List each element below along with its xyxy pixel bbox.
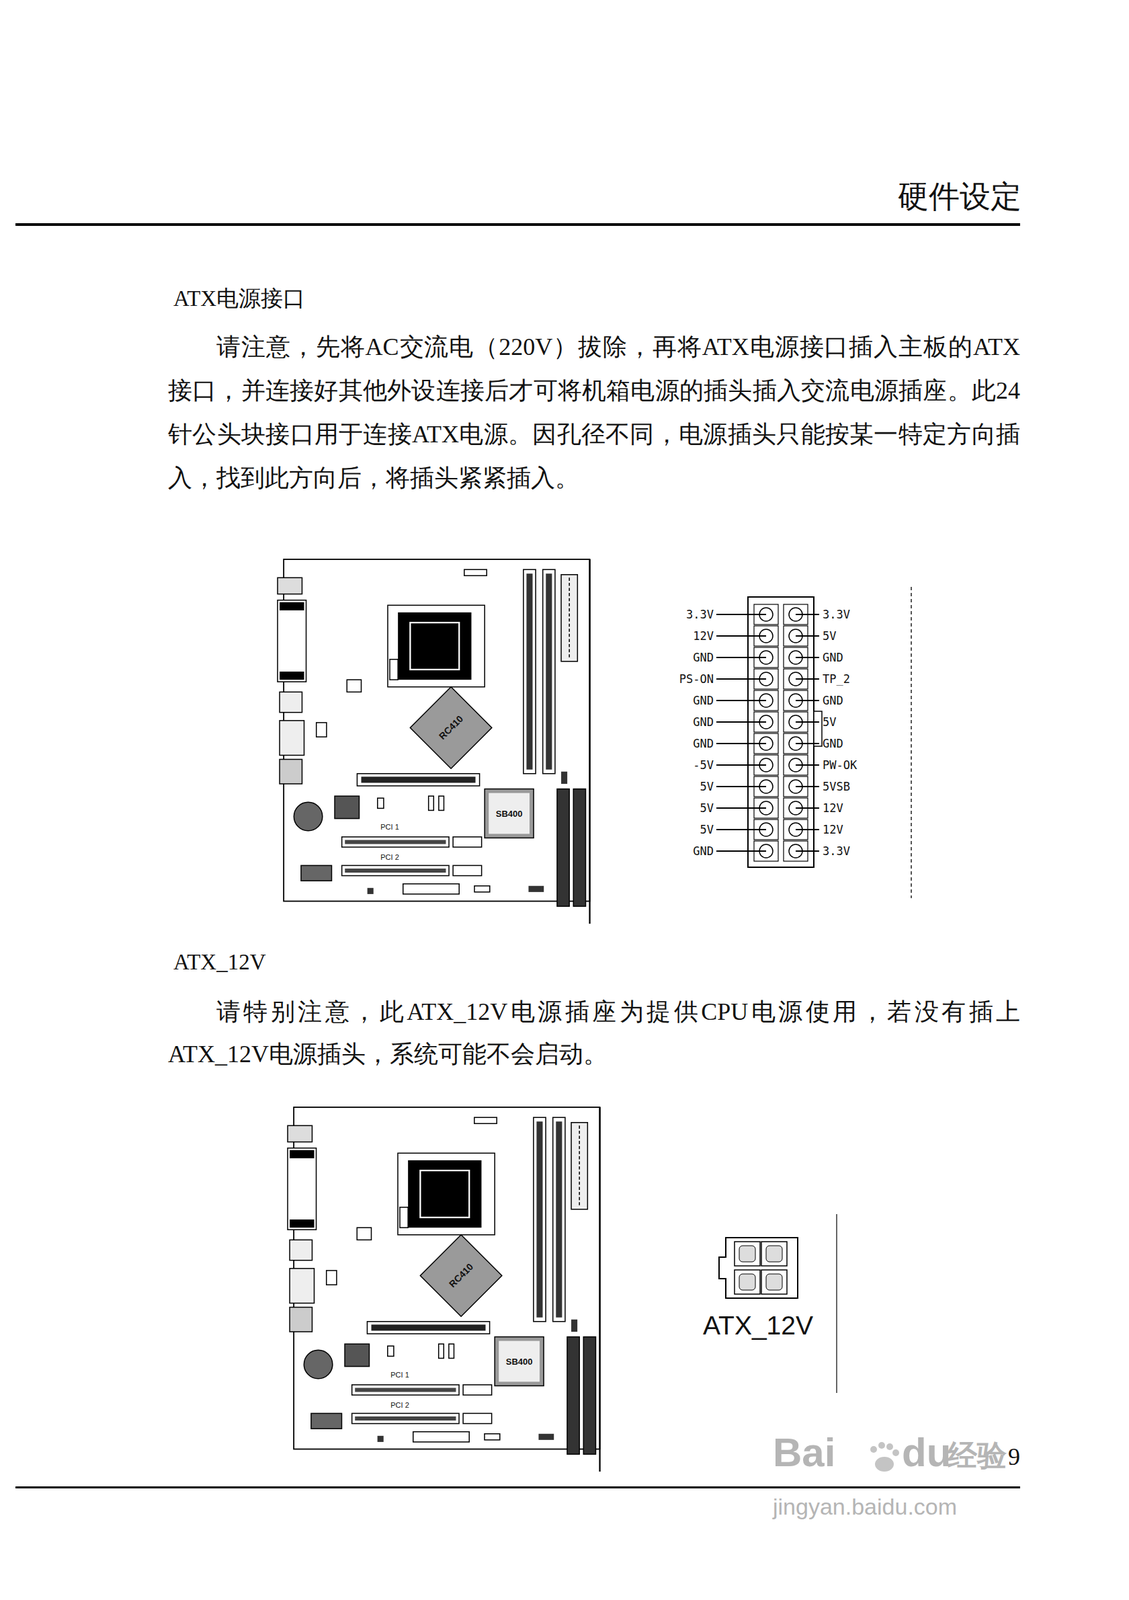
pin-cell — [734, 1241, 761, 1266]
pin-leader — [716, 613, 767, 615]
pin — [766, 1273, 783, 1290]
pin-leader — [795, 742, 820, 744]
pin — [739, 1245, 756, 1262]
pin-name: 5V — [700, 801, 714, 815]
pin-name: 12V — [822, 822, 844, 836]
pin-leader — [795, 764, 820, 766]
pin-leader — [716, 656, 767, 658]
pin-name: TP_2 — [822, 672, 851, 686]
pin-leader — [716, 828, 767, 830]
slot-label: PCI 1 — [380, 822, 400, 831]
divider — [835, 1213, 838, 1393]
pin-name: 3.3V — [686, 607, 714, 621]
pin-name: 5V — [822, 715, 836, 729]
connector-latch — [813, 711, 822, 746]
pin-name: PW-OK — [822, 758, 857, 772]
pin-name: 5V — [822, 629, 836, 643]
paw-toe — [886, 1442, 894, 1450]
pin-name: -5V — [692, 758, 714, 772]
body-paragraph: 请注意，先将AC交流电（220V）拔除，再将ATX电源接口插入主板的ATX接口，… — [168, 325, 1021, 500]
divider — [910, 586, 912, 898]
paw-toe — [892, 1448, 900, 1456]
slot-label: PCI 2 — [380, 852, 400, 861]
pin-name: 5VSB — [822, 779, 851, 793]
pin-name: 12V — [822, 801, 844, 815]
pin-leader — [795, 721, 820, 723]
pin-leader — [795, 699, 820, 701]
pin-name: GND — [692, 736, 714, 750]
pin-leader — [716, 850, 767, 852]
pin-leader — [716, 807, 767, 809]
footer-rule — [15, 1485, 1021, 1488]
pin-name: 12V — [692, 629, 714, 643]
pin-leader — [716, 721, 767, 723]
slot-label: PCI 2 — [390, 1400, 410, 1409]
motherboard-drawing — [287, 1106, 601, 1472]
connector-housing — [719, 1237, 798, 1298]
pin-name: 3.3V — [822, 607, 851, 621]
pin-name: 3.3V — [822, 844, 851, 858]
pin-name: GND — [822, 736, 844, 750]
pin-leader — [795, 635, 820, 637]
pin-leader — [795, 656, 820, 658]
atx24-connector — [716, 596, 822, 867]
pin-leader — [716, 742, 767, 744]
connector-housing — [747, 596, 814, 867]
pin-name: GND — [822, 650, 844, 664]
paw-toe — [878, 1441, 886, 1449]
watermark-paw — [870, 1441, 900, 1472]
pin-leader — [795, 678, 820, 680]
running-header: 硬件设定 — [897, 176, 1022, 218]
body-paragraph: 请特别注意，此ATX_12V电源插座为提供CPU电源使用，若没有插上ATX_12… — [168, 990, 1021, 1076]
pin-leader — [716, 678, 767, 680]
pin-cell — [734, 1269, 761, 1294]
pin — [739, 1273, 756, 1290]
pin-name: GND — [692, 844, 714, 858]
pin-name: GND — [692, 693, 714, 707]
pin-name: GND — [822, 693, 844, 707]
watermark: du — [901, 1428, 951, 1476]
pin-leader — [795, 785, 820, 787]
pin-leader — [716, 764, 767, 766]
pin-leader — [795, 850, 820, 852]
pin-leader — [716, 699, 767, 701]
pin-name: 5V — [700, 822, 714, 836]
slot-label: PCI 1 — [390, 1370, 410, 1379]
pin-leader — [795, 807, 820, 809]
pin-leader — [795, 613, 820, 615]
page-number: 9 — [1008, 1442, 1021, 1471]
paw-pad — [874, 1456, 894, 1472]
paw-toe — [870, 1445, 877, 1453]
connector-label: ATX_12V — [702, 1310, 814, 1341]
motherboard-drawing — [277, 559, 591, 924]
watermark: jingyan.baidu.com — [772, 1493, 957, 1520]
watermark: 经验 — [947, 1435, 1007, 1476]
pin-leader — [716, 785, 767, 787]
pin-name: PS-ON — [679, 672, 714, 686]
section-heading: ATX_12V — [173, 949, 267, 975]
pin — [766, 1245, 783, 1262]
pin-leader — [795, 828, 820, 830]
pin-name: GND — [692, 715, 714, 729]
atx12v-connector — [719, 1237, 798, 1298]
chip-label: SB400 — [495, 807, 523, 818]
pin-cell — [761, 1269, 787, 1294]
section-heading: ATX电源接口 — [173, 283, 306, 314]
pin-name: GND — [692, 650, 714, 664]
watermark: Bai — [772, 1428, 836, 1476]
header-rule — [15, 223, 1021, 226]
chip-label: SB400 — [506, 1355, 533, 1366]
pin-cell — [761, 1241, 787, 1266]
pin-leader — [716, 635, 767, 637]
pin-grid — [716, 604, 820, 861]
pin-name: 5V — [700, 779, 714, 793]
